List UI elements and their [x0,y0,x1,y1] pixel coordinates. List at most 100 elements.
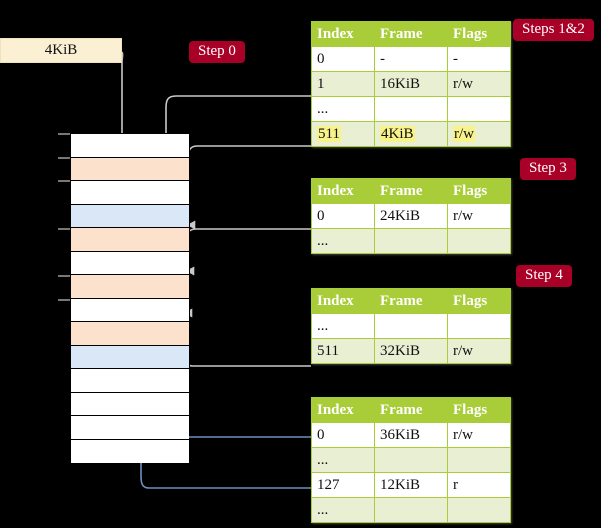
memory-cell [71,204,189,228]
column-header-frame: Frame [374,397,448,423]
table-row: ... [311,228,511,254]
table-row: ... [311,497,511,523]
cell-flags: r/w [447,121,511,147]
cell-index: ... [311,497,375,523]
column-header-frame: Frame [374,288,448,314]
cell-flags: r [447,472,511,498]
cell-index: 1 [311,71,375,97]
badge-steps-1-2-label: Steps 1&2 [522,21,585,37]
cell-index: ... [311,447,375,473]
memory-column [70,133,190,463]
cell-index: ... [311,313,375,339]
column-header-index: Index [311,288,375,314]
table-row: ... [311,313,511,339]
connector-step4 [183,308,311,367]
cell-index: 511 [311,338,375,364]
cell-flags: r/w [447,422,511,448]
memory-cell [71,345,189,369]
cell-frame: 24KiB [374,203,448,229]
memory-cell [71,251,189,275]
table-row: ... [311,447,511,473]
column-header-index: Index [311,21,375,47]
memory-cell [71,181,189,205]
cell-frame [374,497,448,523]
cell-index: 0 [311,422,375,448]
cell-frame: 32KiB [374,338,448,364]
cell-frame [374,447,448,473]
cell-frame [374,228,448,254]
table-row: 0-- [311,46,511,72]
table-header-row: Index Frame Flags [311,397,511,423]
memory-cell [71,416,189,440]
cell-frame: - [374,46,448,72]
memory-tick [58,180,71,182]
badge-step-0: Step 0 [189,41,245,63]
cell-flags [447,228,511,254]
column-header-frame: Frame [374,178,448,204]
cell-flags: r/w [447,203,511,229]
table-row: ... [311,96,511,122]
cell-index: 511 [311,121,375,147]
memory-cell [71,228,189,252]
cell-flags [447,447,511,473]
address-box: 4KiB [0,38,122,63]
memory-cell [71,157,189,181]
memory-cell [71,298,189,322]
cell-frame [374,96,448,122]
memory-cell [71,392,189,416]
table-header-row: Index Frame Flags [311,178,511,204]
column-header-flags: Flags [447,21,511,47]
cell-frame: 16KiB [374,71,448,97]
memory-cell [71,439,189,463]
badge-step-4-label: Step 4 [525,267,563,283]
cell-frame: 36KiB [374,422,448,448]
cell-frame: 4KiB [374,121,448,147]
memory-cell [71,322,189,346]
cell-flags: r/w [447,71,511,97]
cell-frame [374,313,448,339]
cell-index: ... [311,96,375,122]
column-header-flags: Flags [447,288,511,314]
cell-flags: - [447,46,511,72]
memory-tick [58,228,71,230]
cell-flags [447,96,511,122]
memory-cell [71,369,189,393]
memory-cell [71,134,189,158]
cell-flags [447,313,511,339]
badge-step-4: Step 4 [516,265,572,287]
cell-flags [447,497,511,523]
column-header-index: Index [311,397,375,423]
memory-tick [58,299,71,301]
cell-flags: r/w [447,338,511,364]
column-header-index: Index [311,178,375,204]
memory-cell [71,275,189,299]
cell-index: 127 [311,472,375,498]
table-header-row: Index Frame Flags [311,21,511,47]
connector-step3 [185,228,311,276]
column-header-flags: Flags [447,178,511,204]
address-box-label: 4KiB [44,42,78,58]
cell-index: 0 [311,203,375,229]
badge-steps-1-2: Steps 1&2 [513,19,594,41]
cell-index: ... [311,228,375,254]
memory-tick [58,133,71,135]
cell-frame: 12KiB [374,472,448,498]
badge-step-3: Step 3 [520,158,576,180]
column-header-flags: Flags [447,397,511,423]
column-header-frame: Frame [374,21,448,47]
memory-tick [58,275,71,277]
